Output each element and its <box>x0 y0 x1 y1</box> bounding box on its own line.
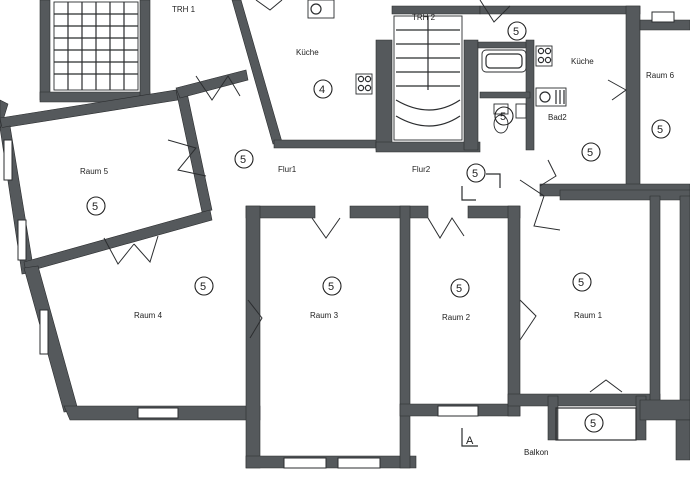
room-label-raum5: Raum 5 <box>80 167 109 176</box>
wall-raum4-left <box>23 265 79 413</box>
door-raum6 <box>607 79 627 101</box>
svg-text:5: 5 <box>456 283 462 295</box>
wall-trh2-right <box>463 39 479 151</box>
svg-text:5: 5 <box>328 281 334 293</box>
door-raum2 <box>427 217 465 239</box>
balcony-outline <box>555 407 637 441</box>
wall-kueche2-top <box>479 5 641 15</box>
staircase-trh1 <box>53 1 139 91</box>
marker-kueche2: 5 <box>581 142 601 162</box>
door-flur2-right <box>519 179 561 231</box>
wall-kueche2-right <box>625 5 641 191</box>
window-raum6-top <box>651 11 675 23</box>
door-raum1 <box>519 299 537 341</box>
room-label-raum3: Raum 3 <box>310 311 339 320</box>
svg-text:5: 5 <box>92 201 98 213</box>
door-raum4 <box>247 299 263 339</box>
wall-bottom-right-pier <box>639 399 690 421</box>
wall-raum3-left <box>245 205 261 469</box>
wall-raum3-right <box>399 205 411 469</box>
svg-text:4: 4 <box>319 84 325 96</box>
door-flur1-left <box>167 139 207 177</box>
room-label-flur1: Flur1 <box>278 165 297 174</box>
marker-raum4: 5 <box>194 276 214 296</box>
bathtub-bad <box>481 49 527 73</box>
door-raum5 <box>103 235 159 265</box>
window-raum3-bottom-1 <box>283 457 327 469</box>
room-label-kueche1: Küche <box>296 48 319 57</box>
stove-kueche1 <box>355 73 373 95</box>
svg-text:5: 5 <box>472 168 478 180</box>
door-trh2 <box>479 0 511 23</box>
window-raum4-bottom <box>137 407 179 419</box>
svg-text:5: 5 <box>500 111 506 123</box>
marker-kueche1: 4 <box>313 79 333 99</box>
marker-flur1: 5 <box>234 149 254 169</box>
marker-raum3: 5 <box>322 276 342 296</box>
wall-trh2-top <box>391 5 481 15</box>
marker-raum5: 5 <box>86 196 106 216</box>
wall-raum3-bottom <box>245 455 417 469</box>
wall-stair1-left <box>39 0 51 101</box>
wall-bad-top <box>477 41 531 49</box>
wall-trh2-left <box>375 39 393 151</box>
door-balcony <box>589 379 623 393</box>
sink-kueche2 <box>535 87 567 107</box>
window-raum5-left-1 <box>3 139 13 181</box>
wall-trh2-bottom <box>375 141 481 153</box>
marker-raum2: 5 <box>450 278 470 298</box>
room-label-flur2: Flur2 <box>412 165 431 174</box>
room-label-raum2: Raum 2 <box>442 313 471 322</box>
room-label-balkon: Balkon <box>524 448 548 457</box>
room-label-raum1: Raum 1 <box>574 311 603 320</box>
room-label-trh1: TRH 1 <box>172 5 196 14</box>
wall-stair1-right <box>139 0 151 101</box>
room-label-kueche2: Küche <box>571 57 594 66</box>
room-label-bad2: Bad2 <box>548 113 567 122</box>
svg-text:5: 5 <box>200 281 206 293</box>
window-raum5-left-2 <box>17 219 27 261</box>
svg-text:5: 5 <box>587 147 593 159</box>
marker-trh2: 5 <box>507 21 527 41</box>
marker-raum1: 5 <box>572 272 592 292</box>
wall-raum5-bottom <box>23 209 213 273</box>
marker-balkon: 5 <box>584 413 604 433</box>
door-raum3 <box>311 217 341 239</box>
staircase-trh2 <box>393 15 463 141</box>
room-label-trh2: TRH 2 <box>412 13 436 22</box>
window-raum4-left <box>39 309 49 355</box>
wall-raum1-right <box>649 195 661 407</box>
wall-raum2-right <box>507 205 521 417</box>
room-label-raum6: Raum 6 <box>646 71 675 80</box>
sink-kueche1 <box>307 0 335 19</box>
marker-flur2: 5 <box>466 163 486 183</box>
wall-flur1-top <box>175 69 249 99</box>
svg-text:5: 5 <box>513 26 519 38</box>
door-flur1-top <box>195 75 241 101</box>
wall-bottom-right-stub <box>675 419 690 461</box>
svg-text:5: 5 <box>657 124 663 136</box>
door-kueche1-top <box>255 0 283 11</box>
stove-kueche2 <box>535 45 553 67</box>
svg-text:5: 5 <box>578 277 584 289</box>
wall-corridor-bottom-mid <box>349 205 429 219</box>
wall-raum1-far <box>679 195 690 407</box>
svg-text:5: 5 <box>590 418 596 430</box>
door-kueche2 <box>539 159 557 187</box>
wall-kueche1-bottom <box>273 139 381 149</box>
room-label-raum4: Raum 4 <box>134 311 163 320</box>
section-mark-a: A <box>466 435 474 447</box>
window-raum2-bottom <box>437 405 479 417</box>
washbasin-bad <box>515 103 527 119</box>
marker-bad2: 5 <box>494 106 514 126</box>
svg-text:5: 5 <box>240 154 246 166</box>
marker-raum6: 5 <box>651 119 671 139</box>
flur2-bracket <box>461 173 501 201</box>
wall-bad-mid <box>479 91 531 99</box>
section-mark-line <box>461 428 478 447</box>
window-raum3-bottom-2 <box>337 457 381 469</box>
wall-corridor-bottom-far <box>559 189 690 201</box>
